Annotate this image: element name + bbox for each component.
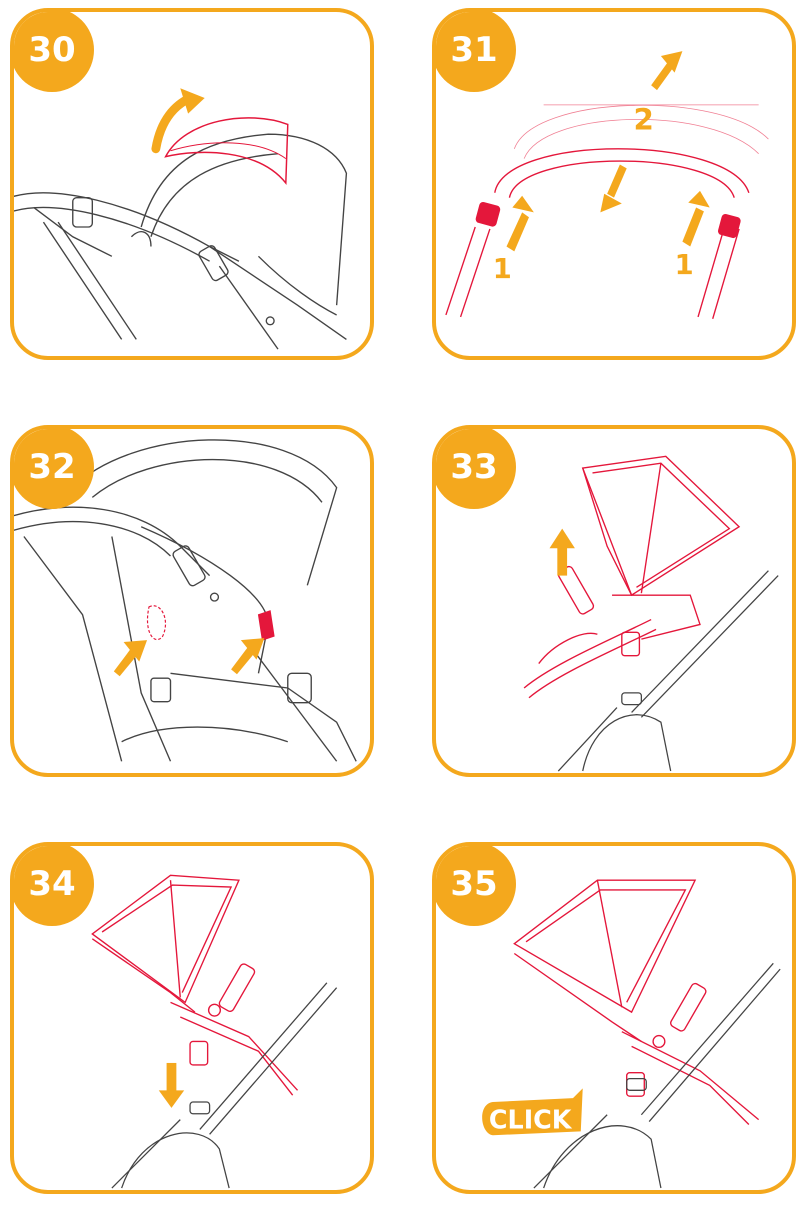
step-number-badge: 35	[432, 842, 516, 926]
click-label: CLICK	[489, 1104, 573, 1134]
step-31-panel: 1 2 1 31	[432, 8, 796, 360]
step-number-badge: 31	[432, 8, 516, 92]
step-number-badge: 33	[432, 425, 516, 509]
step-35-panel: CLICK 35	[432, 842, 796, 1194]
step-31-label-1-right: 1	[675, 250, 694, 281]
step-number-badge: 34	[10, 842, 94, 926]
step-33-panel: 33	[432, 425, 796, 777]
step-30-panel: 30	[10, 8, 374, 360]
step-32-panel: 32	[10, 425, 374, 777]
step-31-label-1-left: 1	[493, 254, 512, 285]
step-number-badge: 30	[10, 8, 94, 92]
step-number-badge: 32	[10, 425, 94, 509]
step-31-label-2: 2	[634, 102, 654, 136]
step-34-panel: 34	[10, 842, 374, 1194]
